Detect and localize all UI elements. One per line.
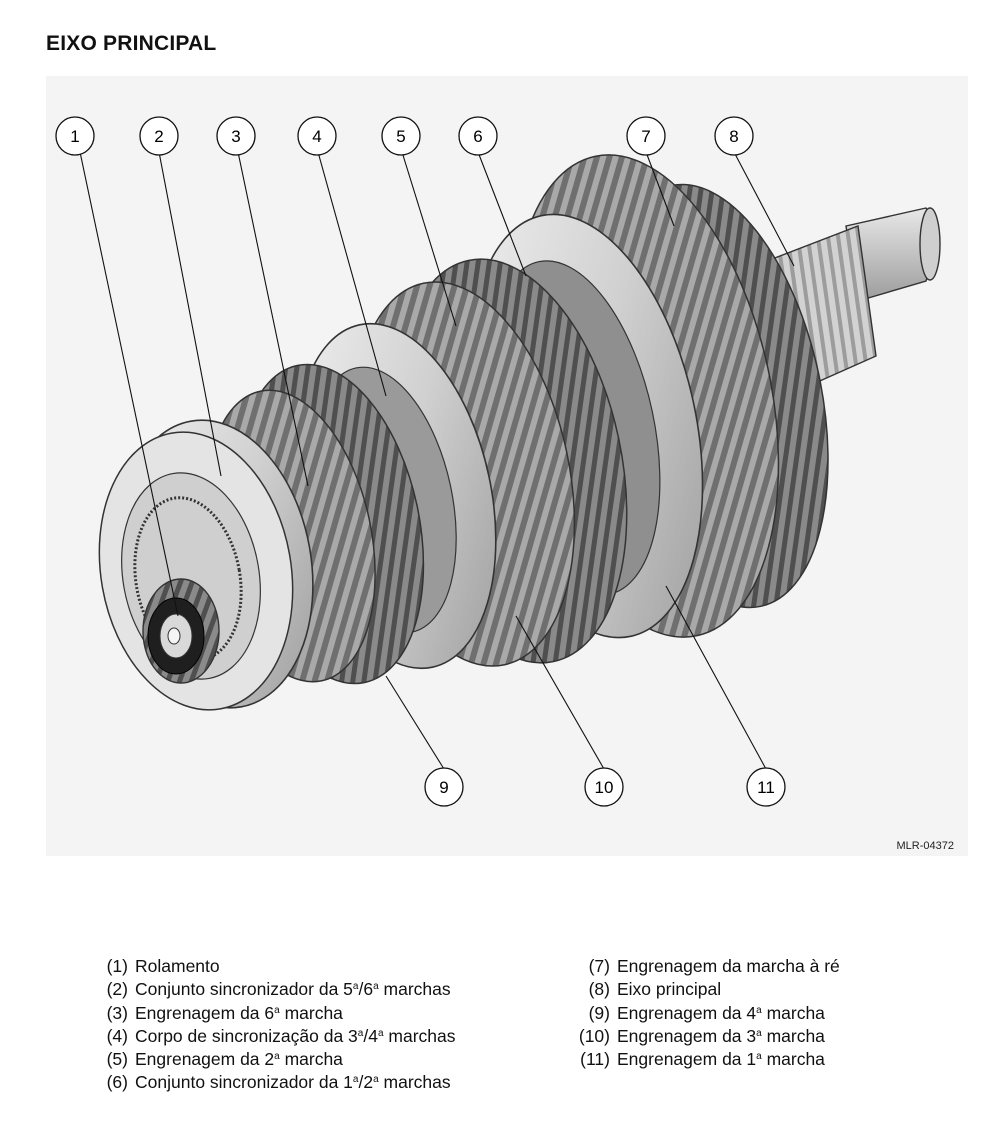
legend-number: (7) [588, 956, 610, 976]
figure-code: MLR-04372 [896, 840, 954, 852]
svg-text:7: 7 [641, 127, 650, 146]
legend-number: (3) [106, 1002, 128, 1023]
legend-number: (1) [106, 956, 128, 976]
legend-text: Engrenagem da 2a marcha [135, 1049, 343, 1070]
legend-text: Engrenagem da 6a marcha [135, 1002, 343, 1023]
legend-number: (9) [588, 1002, 610, 1023]
legend-number: (10) [578, 1025, 610, 1046]
svg-text:6: 6 [473, 127, 482, 146]
svg-text:3: 3 [231, 127, 240, 146]
legend-text: Eixo principal [617, 979, 722, 1000]
legend-item: (1) Rolamento [92, 955, 455, 978]
legend-text: Engrenagem da 3a marcha [617, 1025, 825, 1046]
legend-number: (2) [106, 979, 128, 1000]
svg-text:9: 9 [439, 778, 448, 797]
legend-text: Engrenagem da 4a marcha [617, 1002, 825, 1023]
callout-8: 8 [714, 116, 754, 156]
legend-number: (6) [106, 1072, 128, 1093]
legend-number: (4) [106, 1025, 128, 1046]
legend-item: (3) Engrenagem da 6a marcha [92, 1002, 455, 1025]
svg-text:1: 1 [70, 127, 79, 146]
legend-item: (7) Engrenagem da marcha à ré [570, 955, 840, 978]
legend-text: Engrenagem da marcha à ré [617, 956, 840, 976]
legend-item: (2) Conjunto sincronizador da 5a/6a marc… [92, 978, 455, 1001]
svg-text:10: 10 [595, 778, 614, 797]
page-title: EIXO PRINCIPAL [46, 32, 217, 55]
callout-3: 3 [216, 116, 256, 156]
legend-text: Conjunto sincronizador da 5a/6a marchas [135, 979, 451, 1000]
legend-text: Corpo de sincronização da 3a/4a marchas [135, 1025, 456, 1046]
svg-text:5: 5 [396, 127, 405, 146]
svg-text:4: 4 [312, 127, 321, 146]
callout-7: 7 [626, 116, 666, 156]
mainshaft-illustration: 1 2 3 4 5 6 7 8 9 10 11 [55, 116, 941, 807]
legend-item: (4) Corpo de sincronização da 3a/4a marc… [92, 1025, 456, 1048]
callout-9: 9 [424, 767, 464, 807]
callouts: 1 2 3 4 5 6 7 8 9 10 11 [55, 116, 786, 807]
legend-right: (7) Engrenagem da marcha à ré (8) Eixo p… [570, 955, 840, 1071]
bearing [142, 578, 220, 684]
legend-item: (6) Conjunto sincronizador da 1a/2a marc… [92, 1071, 455, 1094]
svg-text:11: 11 [757, 778, 775, 797]
svg-text:2: 2 [154, 127, 163, 146]
legend-left: (1) Rolamento (2) Conjunto sincronizador… [92, 955, 456, 1095]
exploded-shaft-figure: 1 2 3 4 5 6 7 8 9 10 11 MLR-04372 [46, 76, 968, 856]
legend-item: (8) Eixo principal [570, 978, 840, 1001]
callout-10: 10 [584, 767, 624, 807]
legend-item: (11) Engrenagem da 1a marcha [570, 1048, 840, 1071]
legend-item: (5) Engrenagem da 2a marcha [92, 1048, 455, 1071]
svg-text:8: 8 [729, 127, 738, 146]
legend-number: (11) [580, 1049, 610, 1070]
callout-2: 2 [139, 116, 179, 156]
callout-11: 11 [746, 767, 786, 807]
legend-item: (9) Engrenagem da 4a marcha [570, 1002, 840, 1025]
legend-text: Conjunto sincronizador da 1a/2a marchas [135, 1072, 451, 1093]
legend-number: (5) [106, 1049, 128, 1070]
legend-text: Rolamento [135, 956, 220, 976]
legend-text: Engrenagem da 1a marcha [617, 1049, 825, 1070]
legend-item: (10) Engrenagem da 3a marcha [570, 1025, 840, 1048]
callout-5: 5 [381, 116, 421, 156]
callout-6: 6 [458, 116, 498, 156]
callout-1: 1 [55, 116, 95, 156]
legend-number: (8) [588, 979, 610, 1000]
callout-4: 4 [297, 116, 337, 156]
leader-lines [79, 151, 795, 770]
